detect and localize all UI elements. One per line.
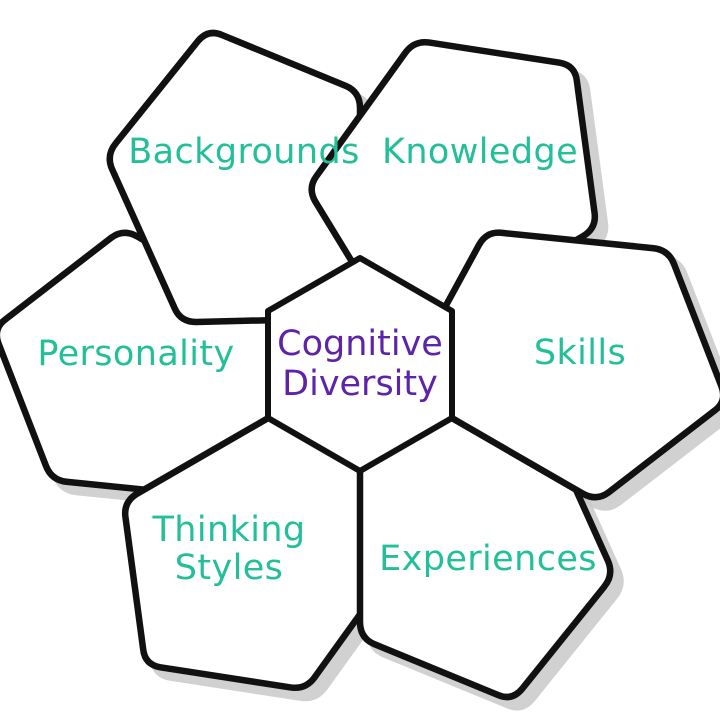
center-label-line1: Cognitive bbox=[277, 324, 443, 365]
petal-label-thinking-styles[interactable]: Thinking Styles bbox=[152, 510, 306, 588]
center-hexagon-label[interactable]: Cognitive Diversity bbox=[245, 324, 475, 405]
petal-label-backgrounds[interactable]: Backgrounds bbox=[128, 132, 360, 173]
petal-group-knowledge bbox=[106, 29, 364, 326]
center-label-line2: Diversity bbox=[282, 364, 438, 404]
petal-label-knowledge[interactable]: Knowledge bbox=[382, 132, 578, 173]
center-hexagon bbox=[265, 255, 455, 474]
petal-label-personality[interactable]: Personality bbox=[37, 334, 235, 375]
petal-experiences bbox=[397, 229, 720, 501]
petal-label-experiences[interactable]: Experiences bbox=[379, 539, 597, 580]
petal-group-experiences bbox=[397, 229, 720, 501]
petal-label-skills[interactable]: Skills bbox=[533, 333, 627, 374]
petal-knowledge bbox=[106, 29, 364, 326]
